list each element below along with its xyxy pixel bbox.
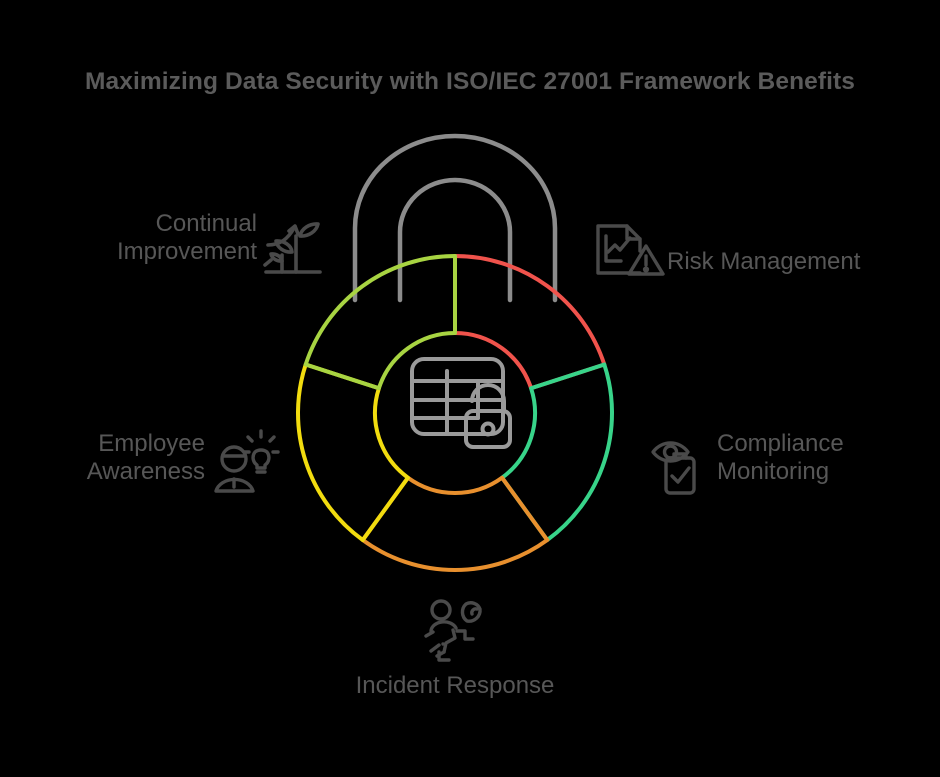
donut-ring <box>296 254 614 572</box>
donut-segment-risk-management[interactable] <box>453 254 607 391</box>
running-person-fire-icon <box>424 599 482 662</box>
growth-plant-arrow-icon <box>263 222 322 274</box>
padlock-shackle-icon <box>352 133 558 303</box>
donut-segment-employee-awareness[interactable] <box>296 362 410 543</box>
database-lock-icon <box>410 357 512 449</box>
node-label-compliance-monitoring: Compliance Monitoring <box>717 430 844 486</box>
node-label-employee-awareness: Employee Awareness <box>86 430 205 486</box>
document-chart-warning-icon <box>596 224 665 276</box>
donut-segment-compliance-monitoring[interactable] <box>500 362 614 543</box>
node-label-continual-improvement: Continual Improvement <box>116 210 257 266</box>
person-lightbulb-icon <box>214 429 280 493</box>
node-label-risk-management: Risk Management <box>667 248 861 275</box>
donut-segment-continual-improvement[interactable] <box>303 254 457 391</box>
node-label-incident-response: Incident Response <box>355 672 555 699</box>
page-title: Maximizing Data Security with ISO/IEC 27… <box>84 68 856 95</box>
donut-segment-incident-response[interactable] <box>360 475 550 572</box>
eye-clipboard-check-icon <box>651 441 696 495</box>
